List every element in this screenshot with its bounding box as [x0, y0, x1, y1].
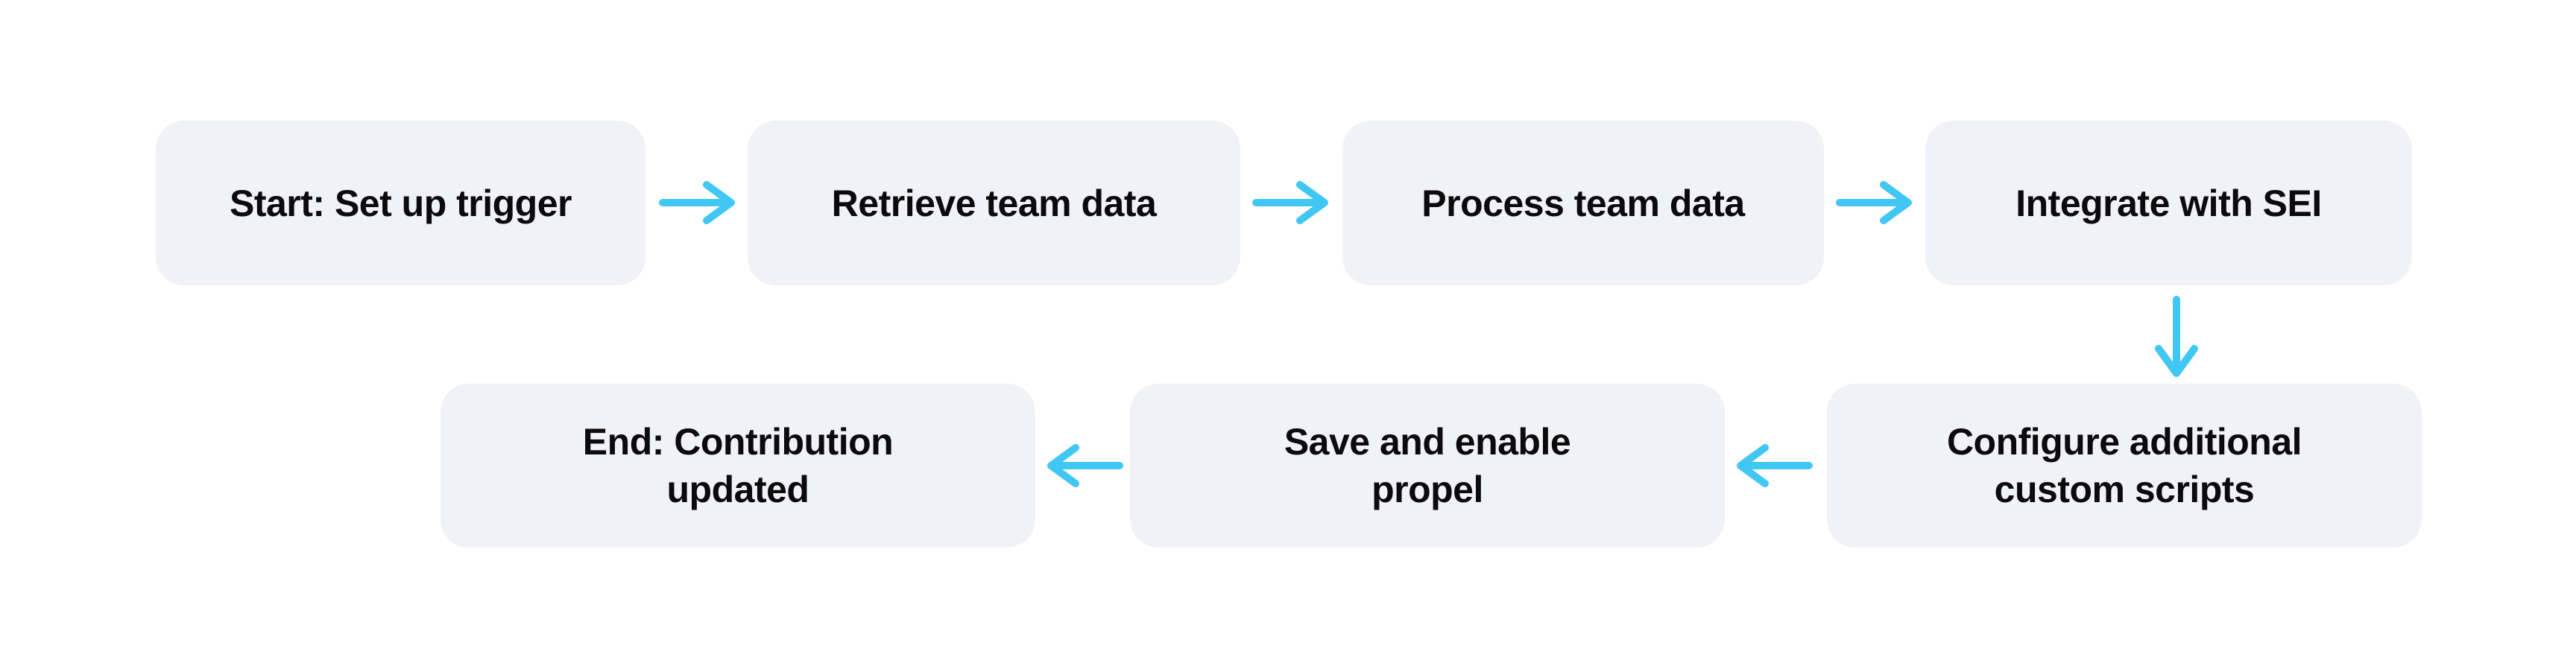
- flow-node-process-team-data: Process team data: [1342, 121, 1824, 285]
- flow-node-end: End: Contribution updated: [441, 384, 1035, 548]
- flow-node-configure-scripts-label: Configure additional custom scripts: [1946, 421, 2302, 510]
- flow-node-start-label: Start: Set up trigger: [230, 182, 572, 224]
- arrow-right-icon: [1836, 181, 1912, 224]
- flow-node-integrate-with-sei-label: Integrate with SEI: [2015, 182, 2322, 224]
- arrow-down-icon: [2155, 296, 2198, 377]
- flow-node-end-label: End: Contribution updated: [582, 421, 894, 510]
- flow-node-start: Start: Set up trigger: [156, 121, 645, 285]
- flow-node-retrieve-team-data: Retrieve team data: [748, 121, 1240, 285]
- arrow-right-icon: [659, 181, 735, 224]
- flow-node-configure-scripts: Configure additional custom scripts: [1827, 384, 2422, 548]
- flow-node-retrieve-team-data-label: Retrieve team data: [831, 182, 1157, 224]
- flow-node-integrate-with-sei: Integrate with SEI: [1925, 121, 2412, 285]
- flow-node-process-team-data-label: Process team data: [1421, 182, 1745, 224]
- flow-node-save-enable-propel-label: Save and enable propel: [1284, 421, 1571, 510]
- arrow-left-icon: [1047, 444, 1123, 487]
- arrow-right-icon: [1252, 181, 1328, 224]
- arrow-left-icon: [1737, 444, 1813, 487]
- flow-node-save-enable-propel: Save and enable propel: [1130, 384, 1725, 548]
